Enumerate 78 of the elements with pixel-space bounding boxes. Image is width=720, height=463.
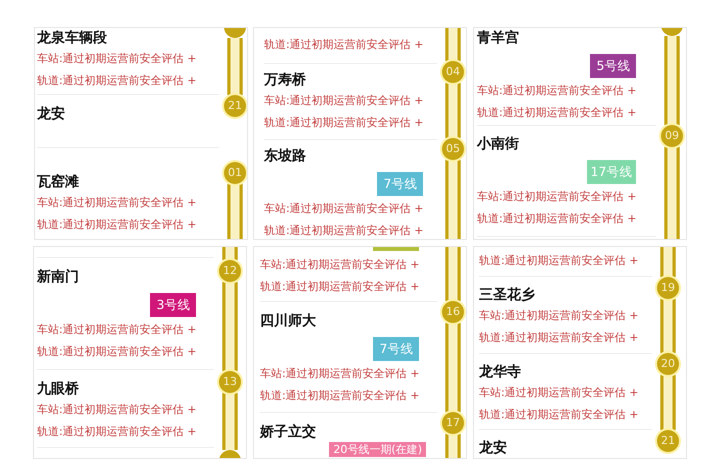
assessment-status: 轨道:通过初期运营前安全评估 + — [479, 406, 638, 422]
track-line — [664, 147, 680, 239]
assessment-status: 轨道:通过初期运营前安全评估 + — [260, 278, 420, 294]
assessment-status: 车站:通过初期运营前安全评估 + — [37, 322, 196, 338]
station-marker-icon — [661, 28, 683, 36]
station-number-marker: 20 — [657, 353, 679, 375]
station-number-marker: 05 — [442, 138, 464, 160]
track-line — [660, 299, 676, 353]
track-line — [445, 323, 461, 412]
station-name: 九眼桥 — [37, 380, 79, 399]
station-name: 东坡路 — [264, 147, 306, 166]
assessment-status: 车站:通过初期运营前安全评估 + — [37, 402, 196, 418]
assessment-status: 车站:通过初期运营前安全评估 + — [37, 195, 196, 211]
line-tag — [373, 247, 420, 251]
station-name: 青羊宫 — [477, 28, 519, 48]
station-name: 四川师大 — [260, 312, 316, 331]
assessment-status: 车站:通过初期运营前安全评估 + — [260, 366, 420, 382]
track-line — [222, 247, 238, 260]
track-line — [660, 375, 676, 430]
assessment-status: 车站:通过初期运营前安全评估 + — [37, 51, 196, 67]
assessment-status: 轨道:通过初期运营前安全评估 + — [37, 424, 196, 440]
assessment-status: 轨道:通过初期运营前安全评估 + — [477, 104, 636, 120]
assessment-status: 轨道:通过初期运营前安全评估 + — [479, 330, 638, 346]
track-line — [664, 36, 680, 125]
track-line — [222, 282, 238, 371]
line-tag: 7号线 — [377, 172, 424, 196]
station-name: 小南街 — [477, 135, 519, 154]
line-tag: 3号线 — [150, 293, 196, 317]
station-number-marker: 12 — [219, 260, 241, 282]
assessment-status: 轨道:通过初期运营前安全评估 + — [264, 222, 424, 238]
station-number-marker: 19 — [657, 277, 679, 299]
assessment-status: 轨道:通过初期运营前安全评估 + — [264, 114, 424, 130]
track-line — [660, 247, 676, 277]
station-number-marker: 04 — [442, 61, 464, 83]
track-line — [445, 434, 461, 458]
station-name: 万寿桥 — [264, 71, 306, 90]
assessment-status: 轨道:通过初期运营前安全评估 + — [477, 210, 636, 226]
station-marker-icon — [224, 28, 246, 38]
assessment-status: 轨道:通过初期运营前安全评估 + — [260, 388, 420, 404]
station-name: 三圣花乡 — [479, 286, 535, 305]
station-number-marker: 21 — [657, 430, 679, 452]
assessment-status: 轨道:通过初期运营前安全评估 + — [37, 344, 196, 360]
assessment-status: 车站:通过初期运营前安全评估 + — [479, 385, 638, 401]
station-number-marker: 13 — [219, 371, 241, 393]
assessment-status: 轨道:通过初期运营前安全评估 + — [479, 253, 638, 269]
track-line — [445, 83, 461, 138]
assessment-status: 轨道:通过初期运营前安全评估 + — [264, 37, 424, 53]
line-tag: 5号线 — [590, 54, 636, 78]
station-name: 龙安 — [37, 104, 65, 124]
track-line — [445, 160, 461, 239]
assessment-status: 车站:通过初期运营前安全评估 + — [477, 83, 636, 99]
assessment-status: 车站:通过初期运营前安全评估 + — [264, 93, 424, 109]
station-number-marker: 21 — [224, 95, 246, 117]
station-number-marker: 09 — [661, 125, 683, 147]
assessment-status: 车站:通过初期运营前安全评估 + — [260, 257, 420, 273]
station-name: 龙安 — [479, 438, 507, 458]
line-tag: 17号线 — [586, 160, 636, 184]
track-line — [227, 38, 243, 95]
track-line — [445, 28, 461, 61]
assessment-status: 轨道:通过初期运营前安全评估 + — [37, 72, 196, 88]
track-line — [227, 184, 243, 239]
track-line — [222, 393, 238, 450]
station-marker-icon — [219, 450, 241, 458]
line-tag: 20号线一期(在建) — [329, 442, 426, 457]
station-number-marker: 16 — [442, 301, 464, 323]
station-number-marker: 01 — [224, 162, 246, 184]
assessment-status: 车站:通过初期运营前安全评估 + — [477, 189, 636, 205]
station-name: 龙华寺 — [479, 363, 521, 382]
assessment-status: 车站:通过初期运营前安全评估 + — [264, 201, 424, 217]
assessment-status: 车站:通过初期运营前安全评估 + — [479, 308, 638, 324]
track-line — [445, 247, 461, 301]
station-number-marker: 17 — [442, 412, 464, 434]
line-tag: 7号线 — [373, 337, 420, 361]
station-name: 娇子立交 — [260, 422, 316, 442]
assessment-status: 轨道:通过初期运营前安全评估 + — [37, 216, 196, 232]
station-name: 龙泉车辆段 — [37, 29, 107, 48]
station-name: 瓦窑滩 — [37, 172, 79, 192]
station-name: 新南门 — [37, 268, 79, 287]
